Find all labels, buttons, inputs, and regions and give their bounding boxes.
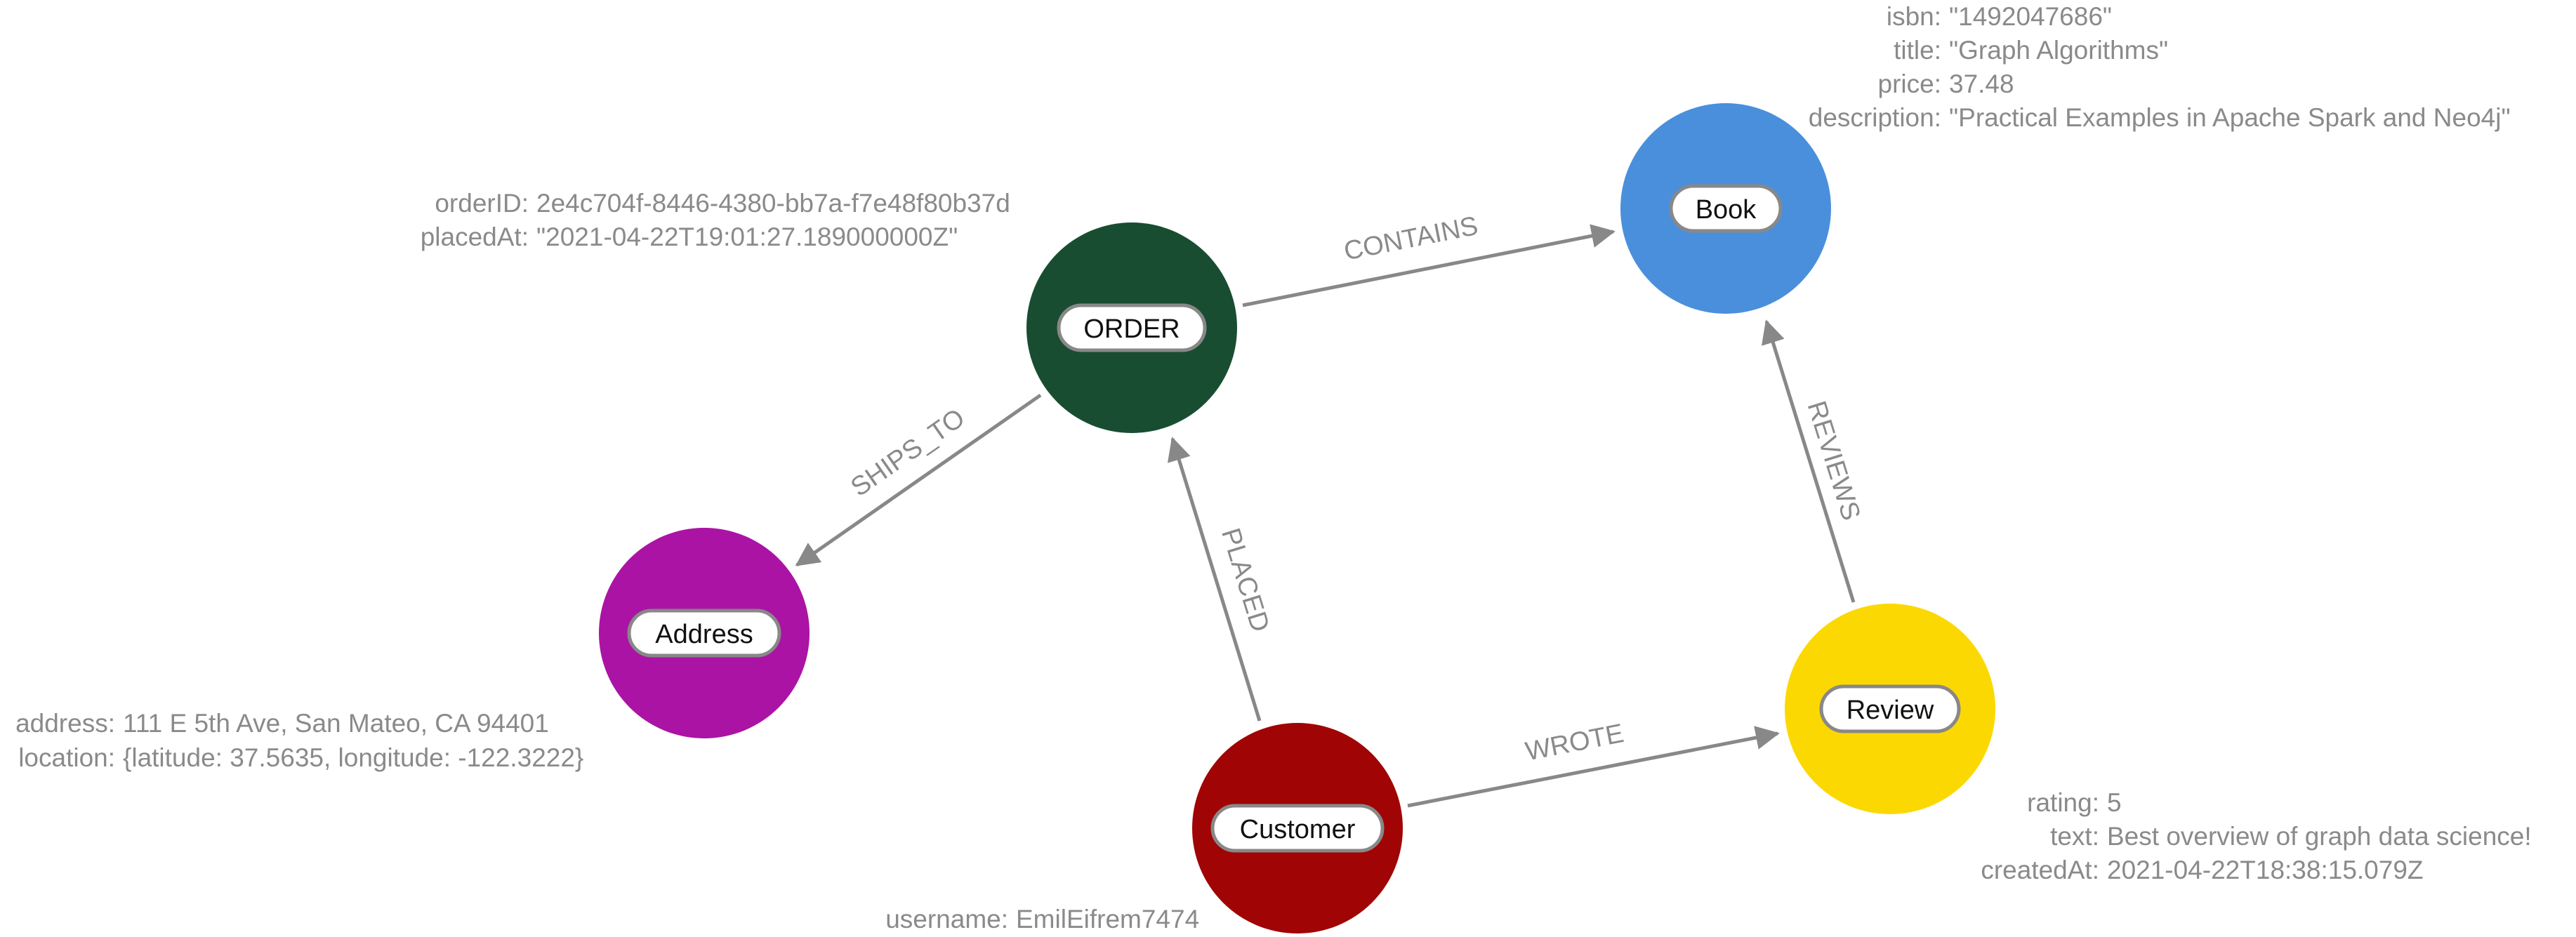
node-order-label: ORDER [1083,314,1180,344]
node-address[interactable]: Address [599,528,810,738]
properties-order: orderID: 2e4c704f-8446-4380-bb7a-f7e48f8… [421,189,1010,251]
rel-label-contains: CONTAINS [1342,211,1481,267]
rel-label-wrote: WROTE [1523,719,1626,766]
prop-key: address: [15,709,115,738]
properties-review: rating: 5 text: Best overview of graph d… [1981,788,2531,884]
prop-value: "Practical Examples in Apache Spark and … [1949,103,2511,132]
node-address-pill [627,609,781,658]
prop-key: rating: [2027,788,2099,817]
prop-key: description: [1809,103,1941,132]
edges [795,224,1856,808]
node-customer-pill [1210,804,1385,853]
node-review-pill [1819,684,1961,733]
prop-value: {latitude: 37.5635, longitude: -122.3222… [123,743,583,772]
prop-value: 2e4c704f-8446-4380-bb7a-f7e48f80b37d [536,189,1010,218]
prop-key: placedAt: [421,222,529,251]
node-order-pill [1057,303,1207,352]
properties-book: isbn: "1492047686" title: "Graph Algorit… [1809,2,2511,132]
rel-label-placed: PLACED [1215,525,1275,636]
prop-key: location: [18,743,115,772]
prop-key: isbn: [1887,2,1941,31]
properties-customer: username: EmilEifrem7474 [885,905,1199,933]
prop-value: 2021-04-22T18:38:15.079Z [2107,856,2424,884]
prop-value: 111 E 5th Ave, San Mateo, CA 94401 [123,709,549,738]
edge-ships-to[interactable] [795,393,1042,567]
prop-value: Best overview of graph data science! [2107,822,2532,851]
edge-placed[interactable] [1167,437,1262,722]
prop-value: 5 [2107,788,2122,817]
node-order[interactable]: ORDER [1026,222,1237,433]
prop-key: title: [1894,36,1941,65]
prop-value: 37.48 [1949,69,2014,98]
edge-contains[interactable] [1242,224,1616,307]
prop-key: createdAt: [1981,856,2099,884]
node-review-label: Review [1847,696,1934,725]
prop-key: text: [2050,822,2099,851]
prop-value: "2021-04-22T19:01:27.189000000Z" [536,222,958,251]
node-book-label: Book [1696,195,1757,225]
node-customer[interactable]: Customer [1192,723,1403,933]
edge-wrote[interactable] [1407,726,1780,808]
prop-key: orderID: [435,189,529,218]
node-address-label: Address [655,620,753,649]
prop-key: username: [885,905,1008,933]
node-review[interactable]: Review [1785,604,1995,814]
properties-address: address: 111 E 5th Ave, San Mateo, CA 94… [15,709,583,772]
prop-key: price: [1878,69,1941,98]
node-book[interactable]: Book [1620,103,1831,314]
node-book-pill [1669,184,1783,233]
prop-value: "Graph Algorithms" [1949,36,2168,65]
prop-value: EmilEifrem7474 [1016,905,1199,933]
prop-value: "1492047686" [1949,2,2112,31]
node-customer-label: Customer [1240,815,1356,844]
edge-reviews[interactable] [1761,319,1856,603]
